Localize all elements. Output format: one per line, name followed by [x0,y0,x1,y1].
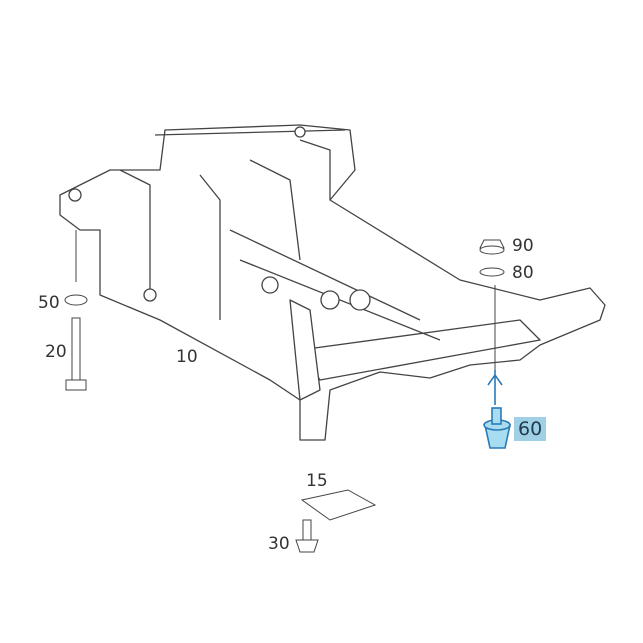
bolt-part-20 [65,317,87,391]
callout-15[interactable]: 15 [306,471,328,491]
washer-part-80 [479,267,505,277]
callout-90[interactable]: 90 [512,236,534,256]
rubber-mount-part-60[interactable] [483,370,511,449]
callout-30[interactable]: 30 [268,534,290,554]
nut-part-90 [479,239,505,249]
cover-plate-part-15 [300,489,377,521]
callout-10[interactable]: 10 [176,347,198,367]
callout-60[interactable]: 60 [514,417,547,441]
callout-50[interactable]: 50 [38,293,60,313]
screw-part-30 [295,519,319,553]
subframe-part-10[interactable] [59,124,606,441]
washer-part-50 [64,294,88,306]
callout-80[interactable]: 80 [512,263,534,283]
callout-20[interactable]: 20 [45,342,67,362]
